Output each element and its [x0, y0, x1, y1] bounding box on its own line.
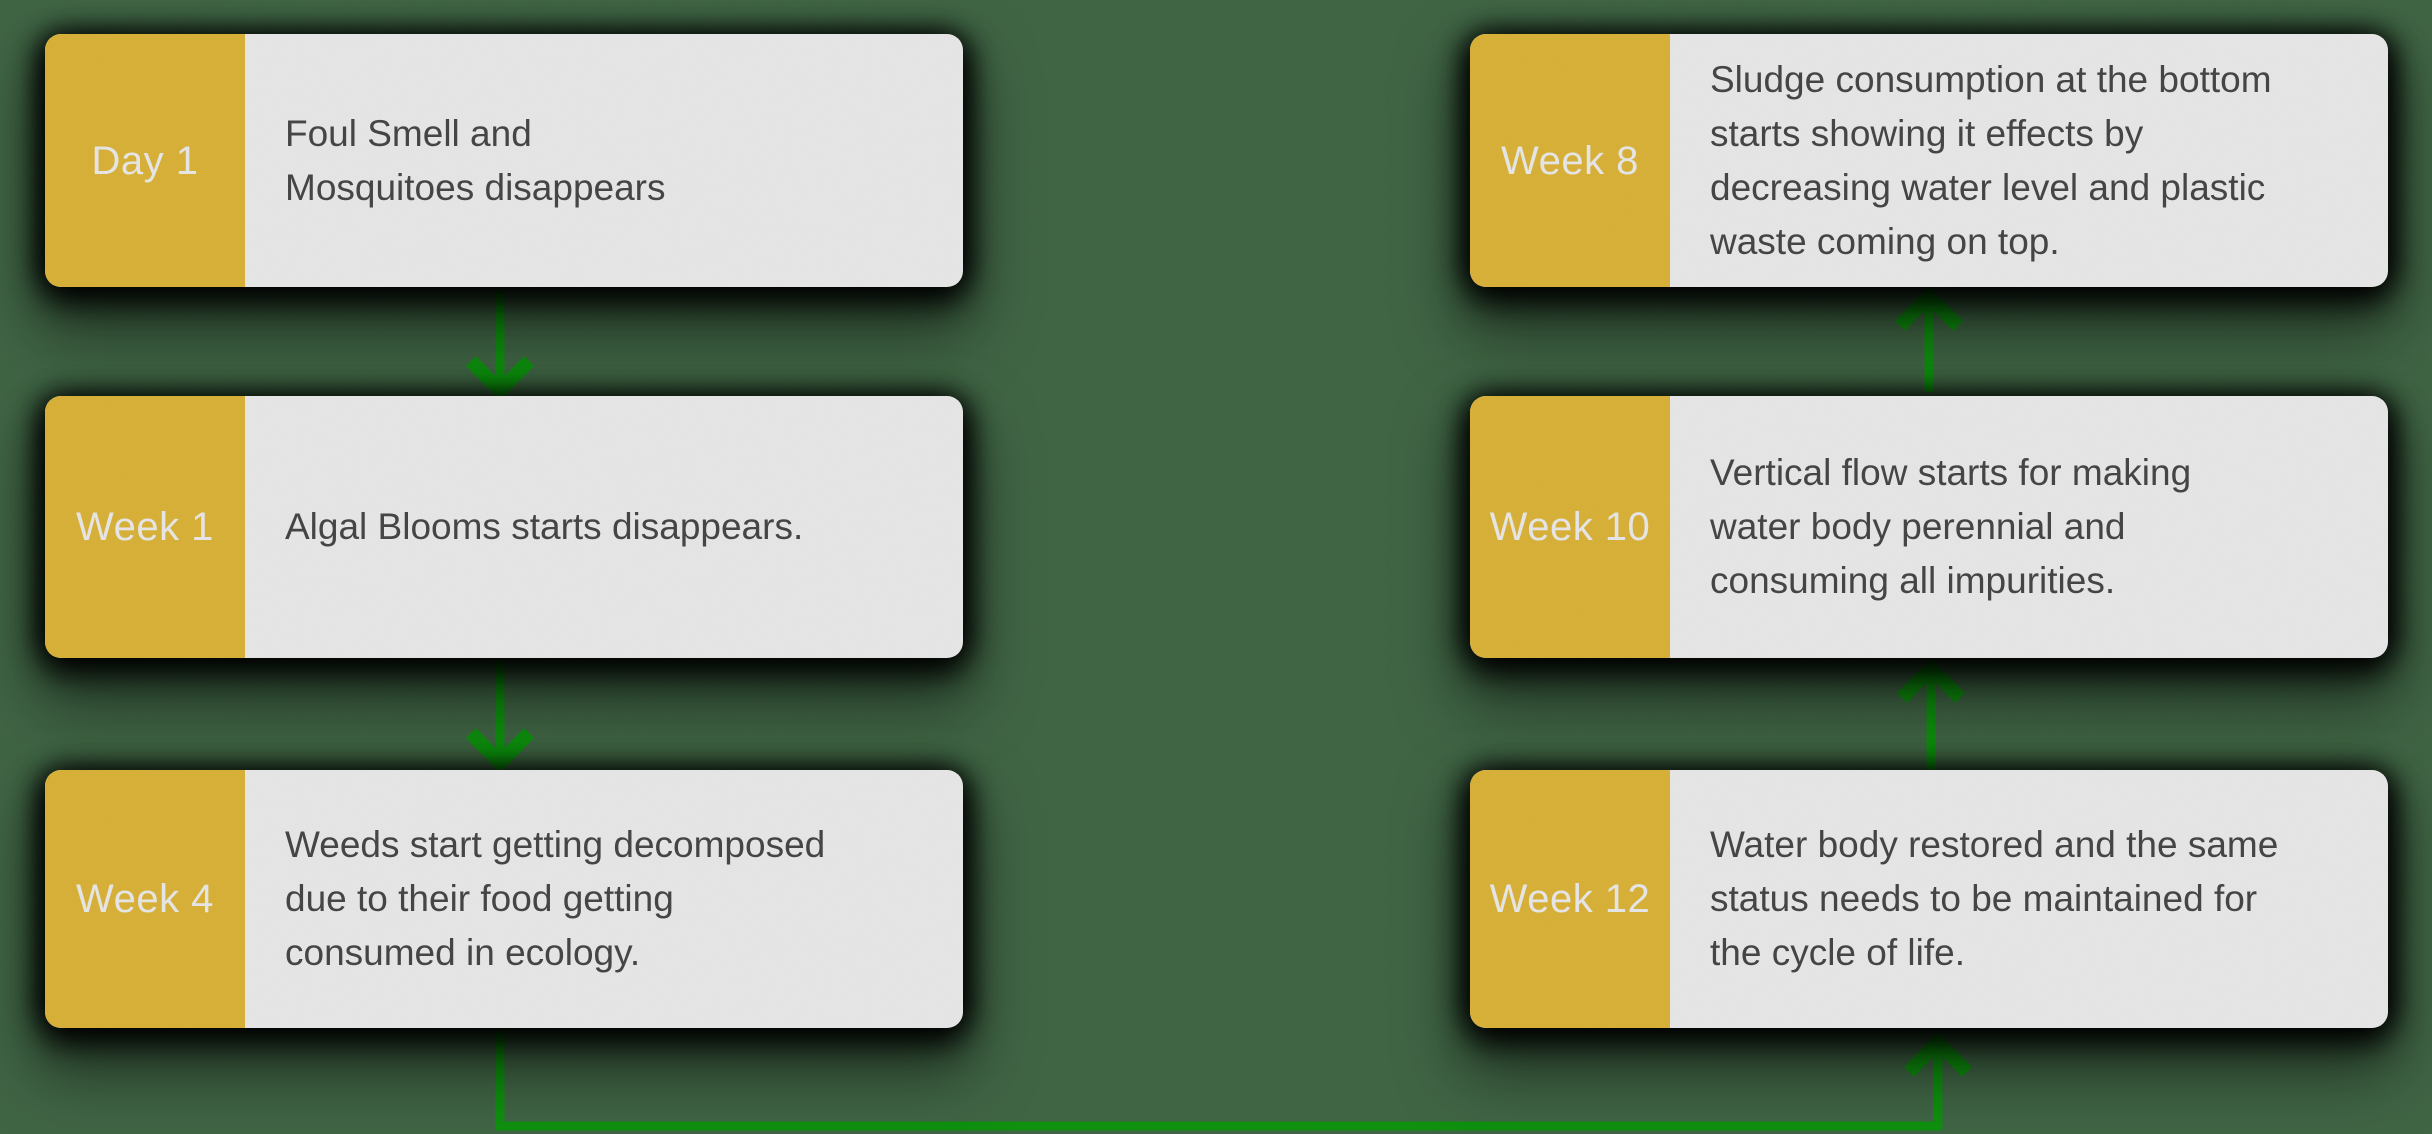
card-description: Foul Smell and Mosquitoes disappears — [285, 112, 666, 208]
card-label: Week 10 — [1470, 396, 1670, 658]
timeline-card-week-8: Week 8 Sludge consumption at the bottom … — [1470, 34, 2388, 287]
card-description: Weeds start getting decomposed due to th… — [285, 824, 826, 973]
arrow-week1-to-week4 — [465, 661, 535, 774]
timeline-card-week-1: Week 1 Algal Blooms starts disappears. — [45, 396, 963, 658]
card-label: Week 12 — [1470, 770, 1670, 1028]
card-description: Vertical flow starts for making water bo… — [1710, 452, 2192, 601]
timeline-card-week-10: Week 10 Vertical flow starts for making … — [1470, 396, 2388, 658]
card-label: Day 1 — [45, 34, 245, 287]
timeline-card-day-1: Day 1 Foul Smell and Mosquitoes disappea… — [45, 34, 963, 287]
card-description: Sludge consumption at the bottom starts … — [1710, 58, 2272, 262]
arrow-week12-to-week10 — [1896, 657, 1966, 776]
timeline-card-week-4: Week 4 Weeds start getting decomposed du… — [45, 770, 963, 1028]
arrow-week4-to-week12 — [495, 1031, 1973, 1131]
card-label: Week 8 — [1470, 34, 1670, 287]
card-description: Water body restored and the same status … — [1710, 824, 2279, 973]
card-description: Algal Blooms starts disappears. — [285, 506, 804, 547]
arrow-week10-to-week8 — [1894, 285, 1964, 392]
card-label: Week 1 — [45, 396, 245, 658]
timeline-card-week-12: Week 12 Water body restored and the same… — [1470, 770, 2388, 1028]
card-label: Week 4 — [45, 770, 245, 1028]
arrow-day1-to-week1 — [465, 290, 535, 402]
